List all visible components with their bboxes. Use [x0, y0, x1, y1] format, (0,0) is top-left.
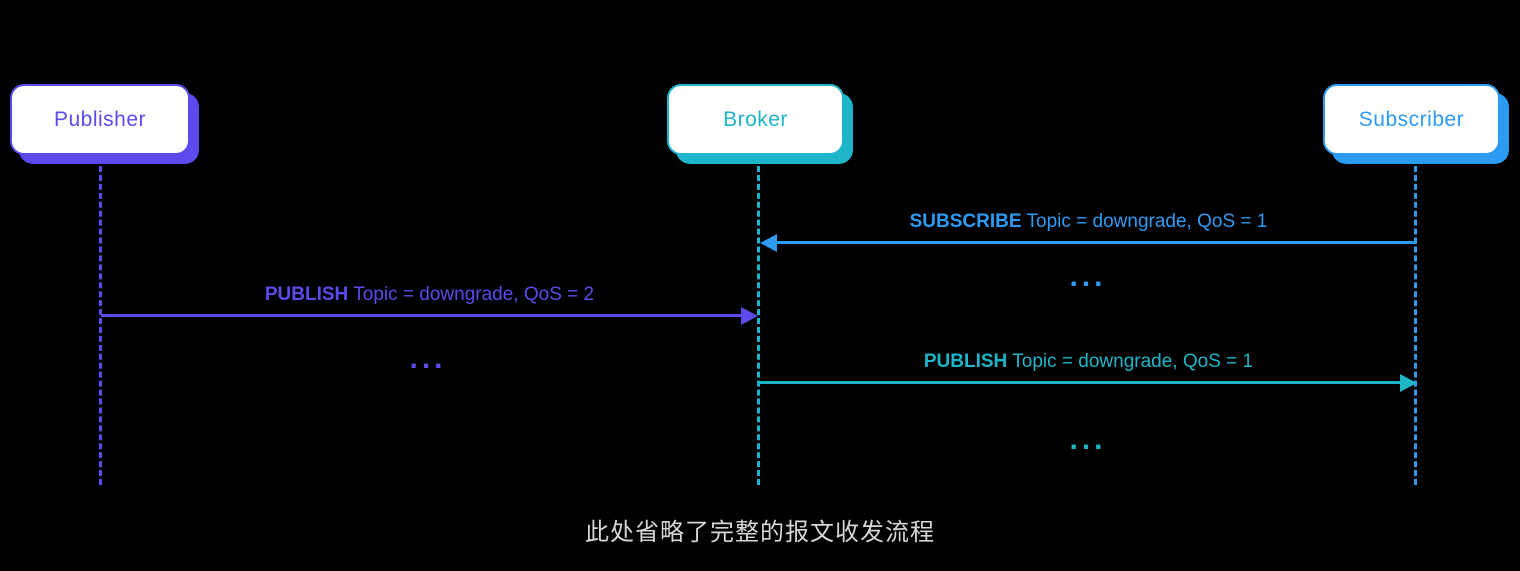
actor-subscriber-box: Subscriber — [1323, 84, 1500, 155]
arrowhead-right-icon — [741, 307, 758, 325]
message-subscribe-line — [776, 241, 1417, 244]
ellipsis-omitted-packets-2: ... — [409, 342, 447, 375]
actor-broker-box: Broker — [667, 84, 844, 155]
ellipsis-omitted-packets-1: ... — [1069, 260, 1107, 293]
arrowhead-right-icon — [1400, 374, 1417, 392]
message-text: Topic = downgrade, QoS = 1 — [1012, 351, 1254, 372]
ellipsis-omitted-packets-3: ... — [1069, 423, 1107, 456]
message-publish-qos2-line — [101, 314, 742, 317]
diagram-caption: 此处省略了完整的报文收发流程 — [585, 519, 935, 546]
actor-broker-label: Broker — [723, 107, 788, 131]
message-keyword: PUBLISH — [923, 351, 1008, 372]
message-text: Topic = downgrade, QoS = 1 — [1026, 211, 1268, 232]
message-keyword: PUBLISH — [264, 284, 349, 305]
actor-subscriber-label: Subscriber — [1358, 107, 1465, 131]
message-keyword: SUBSCRIBE — [909, 211, 1022, 232]
message-text: Topic = downgrade, QoS = 2 — [353, 284, 595, 305]
message-publish-qos1-line — [760, 381, 1401, 384]
arrowhead-left-icon — [760, 234, 777, 252]
lifeline-publisher — [99, 166, 102, 485]
lifeline-subscriber — [1414, 166, 1417, 485]
actor-publisher-box: Publisher — [10, 84, 190, 155]
lifeline-broker — [757, 166, 760, 485]
actor-publisher-label: Publisher — [53, 107, 147, 131]
